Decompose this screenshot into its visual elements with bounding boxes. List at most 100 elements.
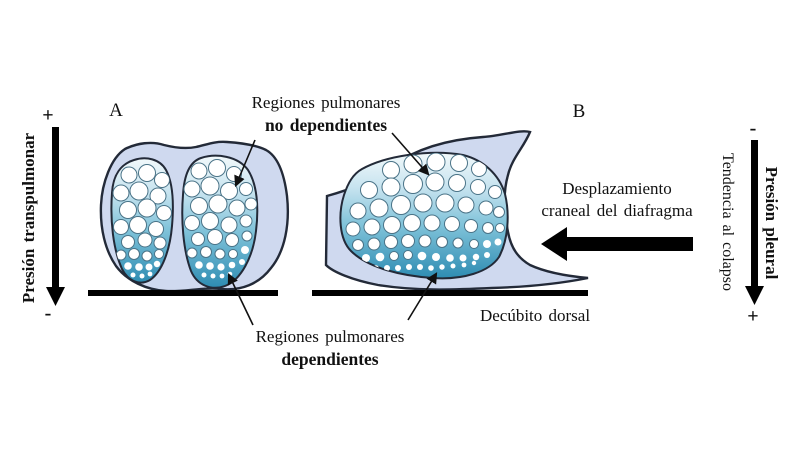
alveolus [483,240,491,248]
alveolus [369,198,389,218]
alveolus [482,222,494,234]
alveolus [472,253,480,261]
annotation-arrow-dependent-a [227,272,254,326]
label-nondependent-regions: Regiones pulmonares no dependientes [252,92,401,136]
alveolus [128,248,140,260]
alveolus [459,254,467,262]
alveolus [228,249,238,259]
alveolus [417,264,423,270]
alveolus [401,234,415,248]
alveolus [208,194,228,214]
alveolus [470,179,486,195]
annotation-arrow-nondependent-a [234,139,256,188]
alveolus [367,237,381,251]
alveolus [191,232,205,246]
alveolus [406,264,412,270]
alveolus [124,262,132,270]
alveolus [137,232,153,248]
alveolus [228,199,246,217]
alveoli-group-a-left [112,164,172,279]
alveolus [145,263,153,271]
alveolus [362,254,370,262]
alveolus [200,246,212,258]
alveolus [395,265,401,271]
alveolus [413,193,433,213]
alveolus [403,214,421,232]
alveolus [452,237,464,249]
alveolus [239,182,253,196]
alveolus [417,251,427,261]
alveolus [129,216,147,234]
alveoli-group-a-right [183,159,258,279]
alveolus [383,216,401,234]
alveolus [345,221,361,237]
label-dependent-line2: dependientes [281,349,379,369]
alveolus [225,233,239,247]
alveolus [428,265,434,271]
alveolus [484,252,490,258]
label-decubito-dorsal: Decúbito dorsal [479,306,591,325]
alveolus [137,198,157,218]
alveolus [363,218,381,236]
alveolus [389,251,399,261]
alveolus [154,172,170,188]
alveolus [439,264,445,270]
alveolus [446,254,454,262]
transpulmonary-down-arrow-icon [46,127,65,306]
alveolus [206,262,214,270]
alveolus [113,219,129,235]
alveolus [195,261,203,269]
diaphragm-left-arrow-icon [541,227,693,261]
alveolus [183,180,201,198]
alveolus [200,176,220,196]
alveolus [120,166,138,184]
alveolus [381,177,401,197]
alveolus [426,152,446,172]
alveolus [153,260,161,268]
alveolus [471,260,477,266]
alveolus [119,201,137,219]
alveolus [436,236,448,248]
alveolus [375,252,385,262]
alveolus [153,236,167,250]
panel-a-label: A [109,100,123,121]
alveolus [450,263,456,269]
alveolus [149,187,167,205]
left-axis-title: Presión transpulmonar [19,132,38,304]
label-dependent-line1: Regiones pulmonares [255,327,405,346]
alveolus [461,262,467,268]
alveolus [241,230,253,242]
left-axis-minus-sign: - [44,302,52,325]
alveolus [139,273,145,279]
alveolus [239,259,245,265]
alveolus [360,181,378,199]
alveolus [214,248,226,260]
label-nondependent-line2: no dependientes [264,115,388,135]
alveolus [190,197,208,215]
alveolus [129,181,149,201]
alveolus [469,239,479,249]
alveolus [391,195,411,215]
alveolus [154,249,164,259]
alveolus [464,219,478,233]
pleural-down-arrow-icon [745,140,764,305]
label-dependent-regions: Regiones pulmonares dependientes [256,326,405,370]
alveolus [228,261,236,269]
alveolus [207,229,223,245]
alveolus [241,246,249,254]
alveolus [432,253,440,261]
alveolus [444,216,460,232]
alveolus [450,154,468,172]
right-axis-subtitle: Tendencia al colapso [719,153,736,291]
alveolus [384,265,390,271]
alveolus [244,197,258,211]
alveolus [147,271,153,277]
label-diaphragm-line1: Desplazamiento [562,179,672,198]
alveolus [382,161,400,179]
alveolus [156,205,172,221]
alveolus [349,202,367,220]
alveoli-group-b [345,152,505,271]
alveolus [471,161,487,177]
alveolus [208,159,226,177]
